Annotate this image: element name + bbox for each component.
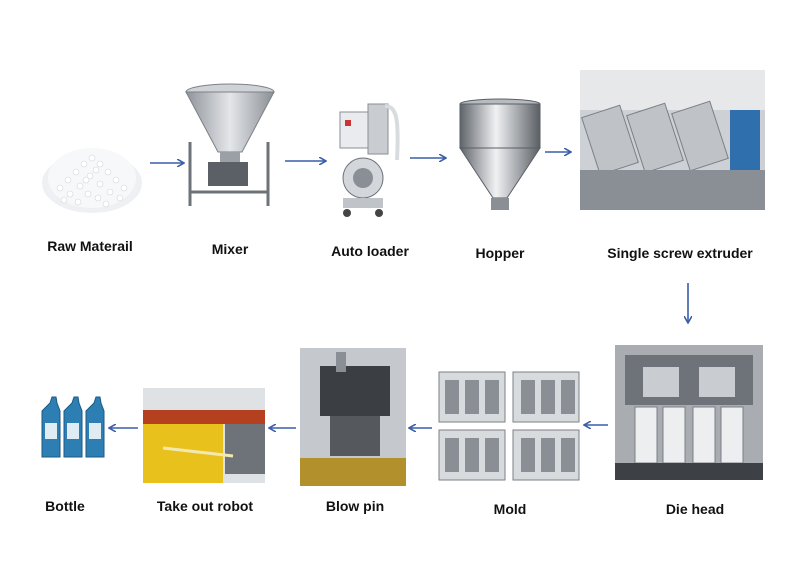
extruder-photo: [580, 70, 765, 210]
label-bottle: Bottle: [45, 498, 85, 514]
mixer-machine-image: [185, 83, 275, 206]
label-die-head: Die head: [665, 501, 725, 517]
blow-pin-photo: [300, 348, 406, 486]
label-hopper: Hopper: [475, 245, 525, 261]
robot-photo: [143, 388, 265, 483]
label-mold: Mold: [493, 501, 527, 517]
die-head-photo: [615, 345, 763, 480]
label-mixer: Mixer: [211, 241, 249, 257]
label-blow-pin: Blow pin: [325, 498, 385, 514]
plastic-pellets-image: [42, 148, 142, 213]
bottles-image: [41, 396, 105, 458]
label-single-screw-extruder: Single screw extruder: [607, 245, 753, 261]
label-auto-loader: Auto loader: [331, 243, 409, 259]
hopper-image: [459, 98, 541, 210]
auto-loader-image: [339, 103, 400, 217]
mold-photo: [437, 368, 583, 483]
label-raw-material: Raw Materail: [47, 238, 133, 254]
label-take-out-robot: Take out robot: [156, 498, 254, 514]
